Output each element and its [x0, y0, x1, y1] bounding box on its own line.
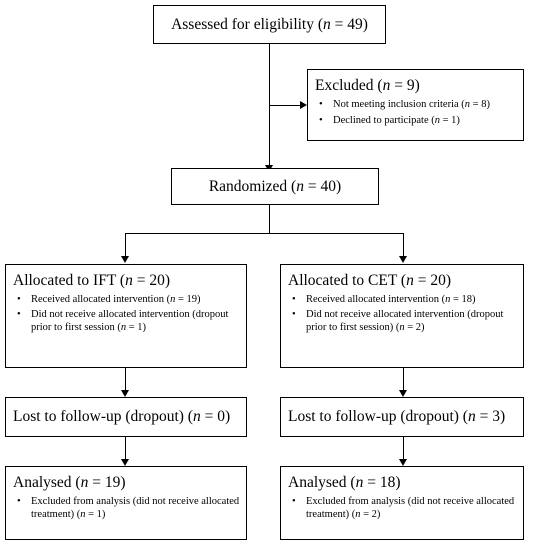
connector-to-excluded: [269, 105, 303, 106]
list-item: •Did not receive allocated intervention …: [17, 309, 229, 333]
cet-allocation-list: •Received allocated intervention (n = 18…: [288, 293, 517, 334]
list-item: •Declined to participate (n = 1): [319, 115, 460, 126]
connector-split-horizontal: [125, 233, 404, 234]
list-item: •Excluded from analysis (did not receive…: [17, 496, 240, 520]
ift-allocation-box: Allocated to IFT (n = 20) •Received allo…: [5, 264, 247, 368]
connector-ift-alloc-lost: [125, 368, 126, 393]
ift-lost-label: Lost to follow-up (dropout) (n = 0): [13, 408, 231, 425]
arrow-to-cet-lost: [399, 390, 407, 397]
arrow-to-ift-allocation: [121, 256, 129, 263]
ift-analysed-list: •Excluded from analysis (did not receive…: [13, 495, 240, 521]
cet-analysed-box: Analysed (n = 18) •Excluded from analysi…: [280, 466, 524, 540]
ift-allocation-list: •Received allocated intervention (n = 19…: [13, 293, 240, 334]
connector-assessed-randomized: [269, 44, 270, 168]
list-item: •Received allocated intervention (n = 19…: [17, 294, 201, 305]
connector-cet-lost-analysed: [403, 437, 404, 462]
arrow-to-ift-lost: [121, 390, 129, 397]
cet-allocation-box: Allocated to CET (n = 20) •Received allo…: [280, 264, 524, 368]
list-item: •Did not receive allocated intervention …: [292, 309, 504, 333]
cet-lost-box: Lost to follow-up (dropout) (n = 3): [280, 397, 524, 437]
cet-lost-label: Lost to follow-up (dropout) (n = 3): [288, 408, 506, 425]
list-item: •Received allocated intervention (n = 18…: [292, 294, 476, 305]
list-item: •Not meeting inclusion criteria (n = 8): [319, 99, 490, 110]
cet-analysed-title: Analysed (n = 18): [288, 474, 401, 491]
randomized-box: Randomized (n = 40): [171, 168, 379, 205]
connector-randomized-down: [269, 205, 270, 233]
connector-right-branch: [403, 233, 404, 259]
list-item: •Excluded from analysis (did not receive…: [292, 496, 515, 520]
arrow-to-excluded: [300, 101, 307, 109]
randomized-label: Randomized (n = 40): [208, 178, 342, 195]
assessed-box: Assessed for eligibility (n = 49): [153, 5, 386, 44]
ift-lost-box: Lost to follow-up (dropout) (n = 0): [5, 397, 247, 437]
cet-allocation-title: Allocated to CET (n = 20): [288, 272, 451, 289]
arrow-to-cet-allocation: [399, 256, 407, 263]
assessed-label: Assessed for eligibility (n = 49): [171, 16, 368, 33]
excluded-title: Excluded (n = 9): [315, 77, 420, 94]
excluded-box: Excluded (n = 9) •Not meeting inclusion …: [307, 69, 524, 141]
connector-cet-alloc-lost: [403, 368, 404, 393]
connector-ift-lost-analysed: [125, 437, 126, 462]
ift-analysed-box: Analysed (n = 19) •Excluded from analysi…: [5, 466, 247, 540]
excluded-list: •Not meeting inclusion criteria (n = 8) …: [315, 98, 517, 127]
connector-left-branch: [125, 233, 126, 259]
ift-allocation-title: Allocated to IFT (n = 20): [13, 272, 170, 289]
arrow-to-ift-analysed: [121, 459, 129, 466]
ift-analysed-title: Analysed (n = 19): [13, 474, 126, 491]
cet-analysed-list: •Excluded from analysis (did not receive…: [288, 495, 517, 521]
arrow-to-cet-analysed: [399, 459, 407, 466]
